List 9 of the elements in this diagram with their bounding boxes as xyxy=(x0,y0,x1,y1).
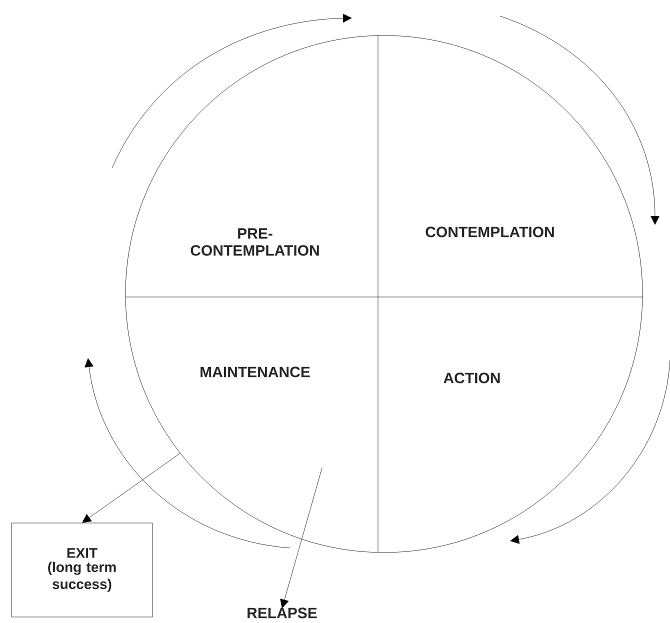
exit-box: EXIT (long term success) xyxy=(11,522,153,618)
stage-label: PRE- CONTEMPLATION xyxy=(190,228,319,256)
stage-label: ACTION xyxy=(444,372,500,384)
arrow xyxy=(82,453,180,523)
cycle-circle xyxy=(125,35,643,553)
arrow xyxy=(280,468,322,608)
outcome-label: RELAPSE xyxy=(248,608,317,618)
stage-label: MAINTENANCE xyxy=(200,366,310,378)
stage-label: CONTEMPLATION xyxy=(426,226,554,238)
